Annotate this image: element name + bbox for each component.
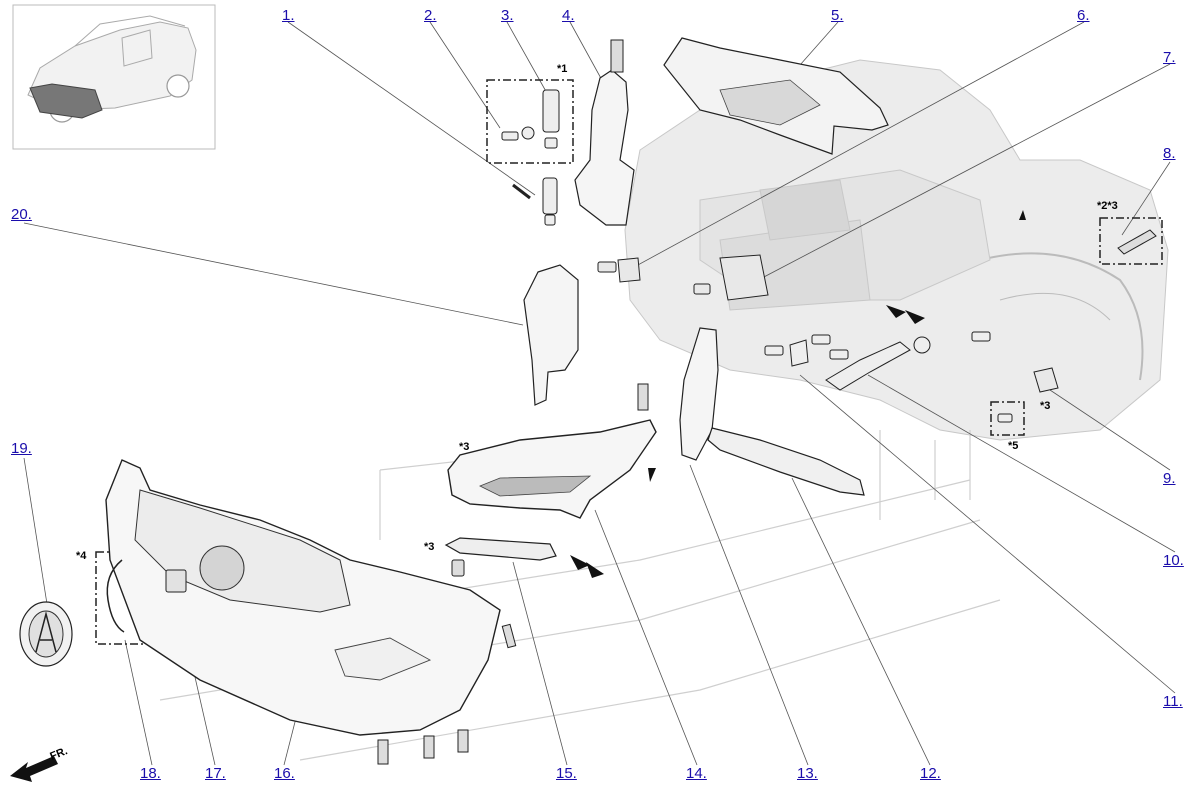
bumper-wiring-harness [106,559,125,633]
note-1: *1 [557,63,568,75]
note-4: *4 [76,550,87,562]
front-emblem [19,601,73,667]
callout-3[interactable]: 3. [501,7,514,24]
air-duct [764,331,991,391]
center-vertical-bracket [679,327,719,461]
side-clip [1033,367,1059,393]
note-5: *5 [1008,440,1019,452]
callout-16[interactable]: 16. [274,765,295,782]
callout-2[interactable]: 2. [424,7,437,24]
vehicle-locator-thumbnail [12,4,216,150]
front-direction-arrow [10,756,58,782]
note-2-3: *2*3 [1097,200,1118,212]
washer-tank [574,39,635,226]
center-latch [597,254,769,301]
body-structure-ghost [624,59,1169,441]
callout-19[interactable]: 19. [11,440,32,457]
small-clip [997,413,1013,423]
callout-18[interactable]: 18. [140,765,161,782]
callout-17[interactable]: 17. [205,765,226,782]
callout-10[interactable]: 10. [1163,552,1184,569]
note-3-bracket: *3 [424,541,435,553]
callout-7[interactable]: 7. [1163,49,1176,66]
callout-6[interactable]: 6. [1077,7,1090,24]
leader-lines [23,21,1176,766]
callout-1[interactable]: 1. [282,7,295,24]
bumper-screw [451,559,465,577]
callout-11[interactable]: 11. [1163,693,1183,710]
washer-pump [501,89,560,226]
note-3-fender: *3 [1040,400,1051,412]
callout-20[interactable]: 20. [11,206,32,223]
note-3-headlight: *3 [459,441,470,453]
callout-9[interactable]: 9. [1163,470,1176,487]
callout-4[interactable]: 4. [562,7,575,24]
callout-12[interactable]: 12. [920,765,941,782]
front-bumper [105,459,517,765]
callout-14[interactable]: 14. [686,765,707,782]
callout-15[interactable]: 15. [556,765,577,782]
bumper-sensor [165,569,187,593]
headlight-lower-bracket [444,537,557,561]
upper-cover [663,37,889,155]
left-side-bracket [523,264,579,406]
callout-5[interactable]: 5. [831,7,844,24]
fender-emblem [1117,229,1157,255]
headlight [447,383,657,519]
callout-13[interactable]: 13. [797,765,818,782]
callout-8[interactable]: 8. [1163,145,1176,162]
direction-arrows [570,210,1026,578]
lower-absorber [707,427,865,496]
